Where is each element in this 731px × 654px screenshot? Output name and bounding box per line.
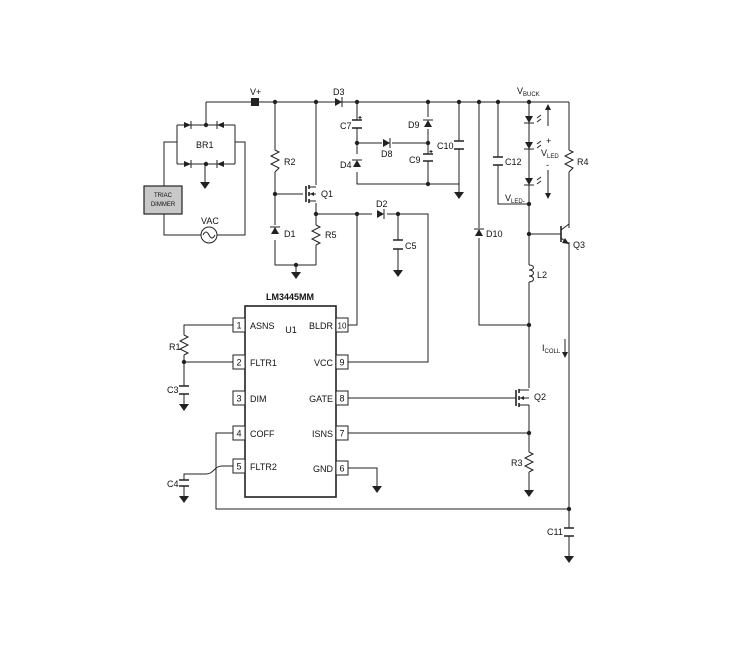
label-dimmer: DIMMER <box>151 202 176 208</box>
ic-pin-asns: ASNS <box>250 321 275 331</box>
ic-pin-1-num: 1 <box>236 321 241 331</box>
resistor-r4 <box>563 149 575 173</box>
label-q2: Q2 <box>534 392 546 402</box>
label-r3: R3 <box>511 458 523 468</box>
capacitor-c12 <box>493 156 503 166</box>
junction-dots <box>181 99 572 512</box>
br1-diodes <box>184 121 224 168</box>
ic-part-number: LM3445MM <box>266 292 314 302</box>
vac-source <box>200 226 218 244</box>
capacitor-c4 <box>179 479 189 487</box>
label-c5: C5 <box>405 241 417 251</box>
resistor-r2 <box>269 149 281 173</box>
capacitor-c11 <box>564 527 574 537</box>
label-vled: VLED <box>541 148 559 160</box>
ground-symbols <box>179 182 574 563</box>
label-icoll: ICOLL <box>542 343 561 355</box>
capacitor-c5 <box>393 239 403 250</box>
resistor-r5 <box>310 224 322 246</box>
ic-pin-2-num: 2 <box>236 358 241 368</box>
mosfet-q1 <box>305 185 316 203</box>
led-string <box>524 104 551 199</box>
diode-d2 <box>377 209 385 219</box>
triac-dimmer-box <box>143 185 183 215</box>
label-vbuck: VBUCK <box>517 86 540 98</box>
ic-pin-8-num: 8 <box>339 394 344 404</box>
ic-pin-boxes <box>232 317 349 476</box>
ic-pin-dim: DIM <box>250 394 267 404</box>
ic-pin-fltr2: FLTR2 <box>250 462 277 472</box>
label-d4: D4 <box>340 160 352 170</box>
label-d3: D3 <box>333 87 345 97</box>
label-vac: VAC <box>201 216 219 226</box>
ic-pin-4-num: 4 <box>236 429 241 439</box>
diode-d8 <box>383 138 391 148</box>
label-vled-minus: VLED- <box>505 193 525 205</box>
label-vled-minus-sign: - <box>546 160 549 170</box>
label-c9: C9 <box>409 155 421 165</box>
diode-d10 <box>474 228 484 236</box>
vplus-terminal <box>251 98 259 106</box>
ic-pin-9-num: 9 <box>339 358 344 368</box>
ic-pin-bldr: BLDR <box>309 321 334 331</box>
ic-pin-6-num: 6 <box>339 464 344 474</box>
label-vled-plus: + <box>546 136 551 146</box>
label-d2: D2 <box>376 199 388 209</box>
label-q1: Q1 <box>321 189 333 199</box>
ic-u1: LM3445MM U1 1 2 3 4 5 6 7 8 9 10 ASNS FL… <box>232 292 349 498</box>
icoll-arrow <box>562 339 568 358</box>
label-r2: R2 <box>284 157 296 167</box>
label-c7: C7 <box>340 121 352 131</box>
ic-pin-vcc: VCC <box>314 358 334 368</box>
diode-d4 <box>352 159 362 167</box>
bjt-q3 <box>560 223 570 245</box>
label-l2: L2 <box>537 270 547 280</box>
ic-pin-10-num: 10 <box>338 322 347 331</box>
label-r4: R4 <box>577 157 589 167</box>
diode-d9 <box>423 119 433 127</box>
capacitor-c9 <box>423 150 433 162</box>
label-r1: R1 <box>169 342 181 352</box>
diode-d1 <box>270 226 280 234</box>
label-c3: C3 <box>167 385 179 395</box>
capacitor-c7 <box>352 116 362 129</box>
label-c12: C12 <box>505 157 522 167</box>
diode-d3 <box>335 97 343 107</box>
ic-pin-7-num: 7 <box>339 429 344 439</box>
label-d10: D10 <box>486 229 503 239</box>
ic-pin-coff: COFF <box>250 429 275 439</box>
label-br1: BR1 <box>196 140 214 150</box>
ic-pin-gate: GATE <box>309 394 333 404</box>
label-r5: R5 <box>325 230 337 240</box>
capacitor-c3 <box>179 385 189 395</box>
ic-pin-3-num: 3 <box>236 394 241 404</box>
component-labels: V+ VBUCK BR1 TRIAC DIMMER VAC R2 Q1 D1 R… <box>151 86 589 537</box>
label-c11: C11 <box>547 527 563 537</box>
ic-pin-5-num: 5 <box>236 462 241 472</box>
inductor-l2 <box>528 264 534 283</box>
label-q3: Q3 <box>573 240 585 250</box>
ic-pin-isns: ISNS <box>312 429 333 439</box>
resistor-r3 <box>523 451 535 473</box>
label-c4: C4 <box>167 479 179 489</box>
resistor-r1 <box>178 334 190 356</box>
label-triac: TRIAC <box>154 193 173 199</box>
wires <box>163 101 570 556</box>
ic-ref: U1 <box>285 325 297 335</box>
mosfet-q2 <box>515 389 529 407</box>
label-d8: D8 <box>381 149 393 159</box>
label-d1: D1 <box>284 229 296 239</box>
capacitor-c10 <box>454 140 464 150</box>
ic-pin-fltr1: FLTR1 <box>250 358 277 368</box>
label-c10: C10 <box>437 141 454 151</box>
label-d9: D9 <box>408 120 420 130</box>
label-vplus: V+ <box>250 87 261 97</box>
ic-pin-gnd: GND <box>313 464 334 474</box>
